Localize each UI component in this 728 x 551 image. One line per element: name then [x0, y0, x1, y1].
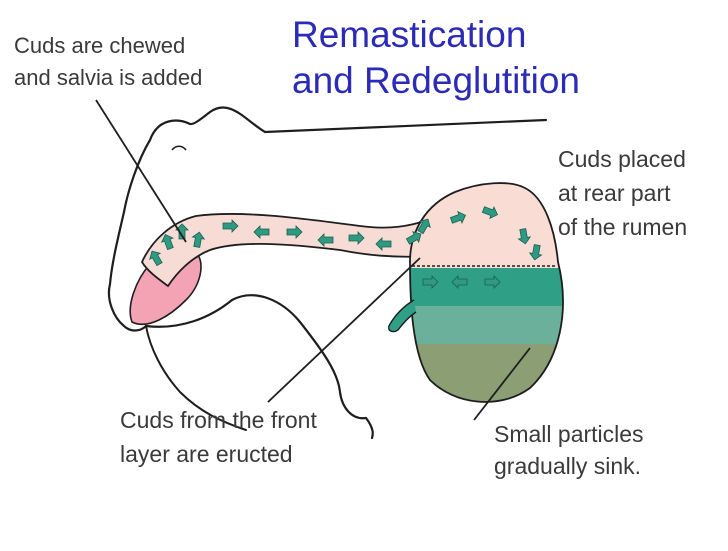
reticulum-outlet: [389, 300, 416, 332]
label-small-particles: Small particles gradually sink.: [494, 418, 644, 482]
label-line: Cuds from the front: [120, 403, 317, 437]
rumen: [389, 175, 570, 414]
label-cuds-front: Cuds from the front layer are eructed: [120, 403, 317, 471]
label-line: Small particles: [494, 418, 644, 450]
label-cuds-rear: Cuds placed at rear part of the rumen: [558, 142, 687, 244]
diagram-title: Remastication and Redeglutition: [292, 12, 580, 104]
label-line: layer are eructed: [120, 437, 317, 471]
label-line: and salvia is added: [14, 62, 202, 94]
label-line: Cuds placed: [558, 142, 687, 176]
title-line-1: Remastication: [292, 12, 580, 58]
label-line: at rear part: [558, 176, 687, 210]
title-line-2: and Redeglutition: [292, 58, 580, 104]
label-line: gradually sink.: [494, 450, 644, 482]
cow-eye: [172, 146, 186, 150]
label-line: of the rumen: [558, 210, 687, 244]
label-line: Cuds are chewed: [14, 30, 202, 62]
label-cuds-chewed: Cuds are chewed and salvia is added: [14, 30, 202, 94]
